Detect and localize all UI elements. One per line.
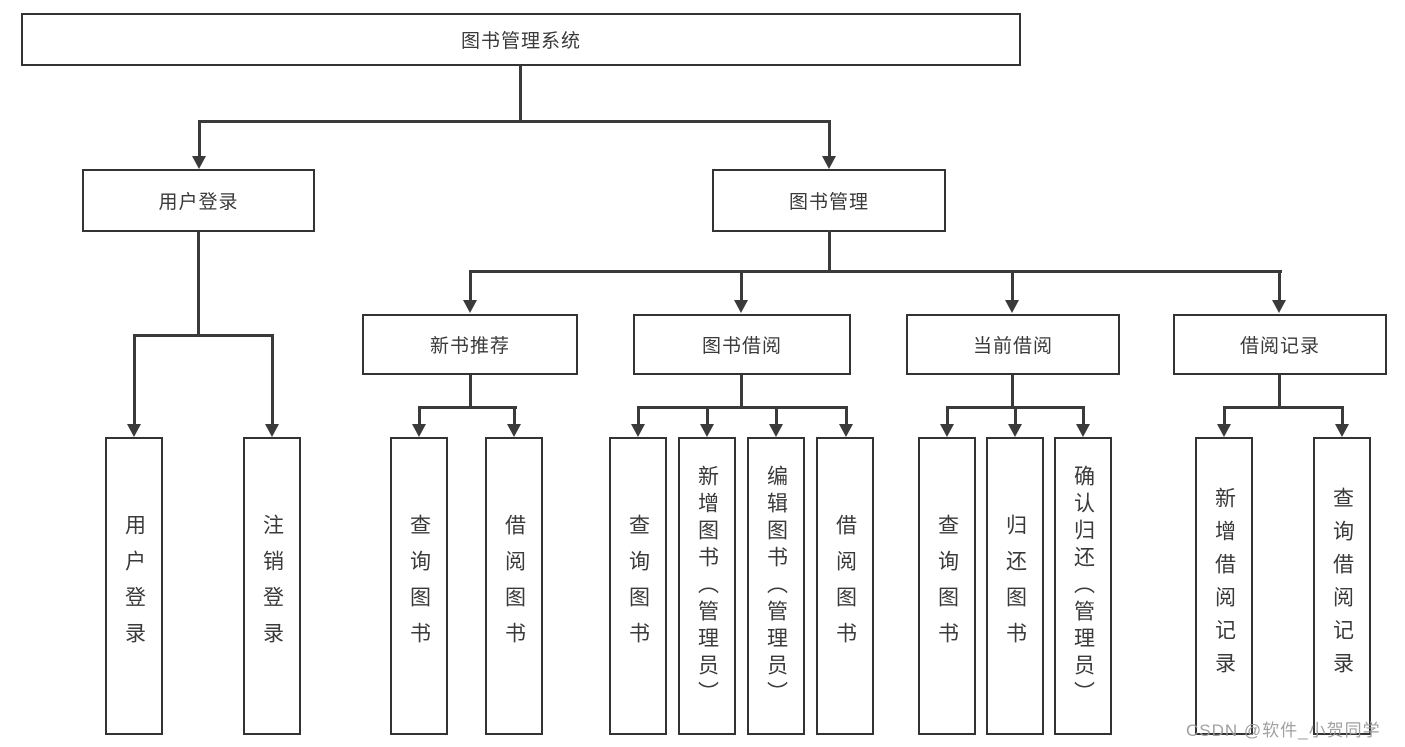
connector-current-borrow-stem [1011,375,1014,408]
leaf-add-borrowing-record: 新增借阅记录 [1195,437,1253,735]
leaf-query-books-borrowing: 查询图书 [609,437,667,735]
connector-book-borrow-drop-3 [775,406,778,425]
connector-book-mgmt-drop-3 [1011,270,1014,301]
leaf-user-login: 用户登录 [105,437,163,735]
node-current-borrowing: 当前借阅 [906,314,1120,375]
connector-user-login-stem [197,232,200,336]
arrowhead-to-book-borrow [734,300,748,313]
connector-root-stem [519,66,522,120]
arrowhead-to-new-book-rec [463,300,477,313]
arrowhead-to-leaf-confirm-return [1076,424,1090,437]
leaf-edit-book-admin: 编辑图书（管理员） [747,437,805,735]
node-label: 用户登录 [158,192,239,213]
connector-current-borrow-drop-2 [1014,406,1017,425]
node-label: 借阅图书 [833,514,857,658]
arrowhead-to-leaf-borrow-book-rec [507,424,521,437]
connector-root-left-drop [198,120,201,157]
node-label: 编辑图书（管理员） [764,464,788,708]
arrowhead-to-leaf-edit-book [769,424,783,437]
connector-book-borrow-drop-2 [706,406,709,425]
connector-borrow-records-bar [1223,406,1344,409]
node-root-library-management-system: 图书管理系统 [21,13,1021,66]
node-borrowing-records: 借阅记录 [1173,314,1387,375]
connector-new-book-rec-drop-1 [418,406,421,425]
leaf-return-book: 归还图书 [986,437,1044,735]
node-label: 借阅记录 [1239,336,1320,357]
connector-current-borrow-drop-1 [946,406,949,425]
leaf-borrow-books-borrowing: 借阅图书 [816,437,874,735]
node-label: 注销登录 [260,514,284,658]
connector-book-borrow-bar [637,406,848,409]
arrowhead-to-user-login [192,156,206,169]
arrowhead-to-leaf-logout [265,424,279,437]
node-label: 查询借阅记录 [1330,487,1354,685]
arrowhead-to-leaf-user-login [127,424,141,437]
connector-book-mgmt-stem [828,230,831,272]
arrowhead-to-leaf-query-book-rec [412,424,426,437]
leaf-query-borrowing-record: 查询借阅记录 [1313,437,1371,735]
node-label: 新增图书（管理员） [695,464,719,708]
node-label: 借阅图书 [502,514,526,658]
connector-borrow-records-stem [1278,375,1281,408]
connector-new-book-rec-drop-2 [513,406,516,425]
node-book-borrowing: 图书借阅 [633,314,851,375]
connector-new-book-rec-bar [418,406,517,409]
node-label: 图书管理系统 [460,31,581,52]
connector-root-right-drop [828,120,831,157]
connector-book-borrow-drop-4 [845,406,848,425]
node-label: 查询图书 [626,514,650,658]
csdn-watermark: CSDN @软件_小贺同学 [1186,721,1381,740]
arrowhead-to-leaf-query-borrow-record [1335,424,1349,437]
leaf-query-books-current: 查询图书 [918,437,976,735]
node-new-book-recommendation: 新书推荐 [362,314,578,375]
node-label: 新增借阅记录 [1212,487,1236,685]
node-label: 图书借阅 [701,336,782,357]
arrowhead-to-leaf-add-borrow-record [1217,424,1231,437]
node-label: 查询图书 [935,514,959,658]
connector-book-mgmt-drop-4 [1278,270,1281,301]
node-label: 新书推荐 [429,336,510,357]
node-label: 查询图书 [407,514,431,658]
leaf-borrow-books-recommendation: 借阅图书 [485,437,543,735]
connector-book-borrow-drop-1 [637,406,640,425]
connector-user-login-bar [133,334,274,337]
node-label: 用户登录 [122,514,146,658]
connector-borrow-records-drop-1 [1223,406,1226,425]
node-label: 归还图书 [1003,514,1027,658]
node-label: 确认归还（管理员） [1071,464,1095,708]
leaf-query-books-recommendation: 查询图书 [390,437,448,735]
arrowhead-to-current-borrow [1005,300,1019,313]
connector-book-mgmt-drop-2 [740,270,743,301]
arrowhead-to-borrow-records [1272,300,1286,313]
connector-new-book-rec-stem [469,375,472,408]
leaf-confirm-return-admin: 确认归还（管理员） [1054,437,1112,735]
connector-root-bar [198,120,831,123]
arrowhead-to-leaf-query-book-borrow [631,424,645,437]
leaf-add-book-admin: 新增图书（管理员） [678,437,736,735]
connector-user-login-drop-1 [133,334,136,425]
arrowhead-to-leaf-query-book-current [940,424,954,437]
arrowhead-to-leaf-return-book [1008,424,1022,437]
arrowhead-to-leaf-borrow-book-borrow [839,424,853,437]
connector-user-login-drop-2 [271,334,274,425]
connector-borrow-records-drop-2 [1341,406,1344,425]
node-label: 图书管理 [788,192,869,213]
connector-book-borrow-stem [740,375,743,408]
connector-book-mgmt-drop-1 [469,270,472,301]
arrowhead-to-leaf-add-book [700,424,714,437]
node-label: 当前借阅 [972,336,1053,357]
arrowhead-to-book-mgmt [822,156,836,169]
connector-current-borrow-drop-3 [1082,406,1085,425]
node-book-management: 图书管理 [712,169,946,232]
node-user-login: 用户登录 [82,169,315,232]
leaf-logout: 注销登录 [243,437,301,735]
connector-book-mgmt-bar [469,270,1282,273]
